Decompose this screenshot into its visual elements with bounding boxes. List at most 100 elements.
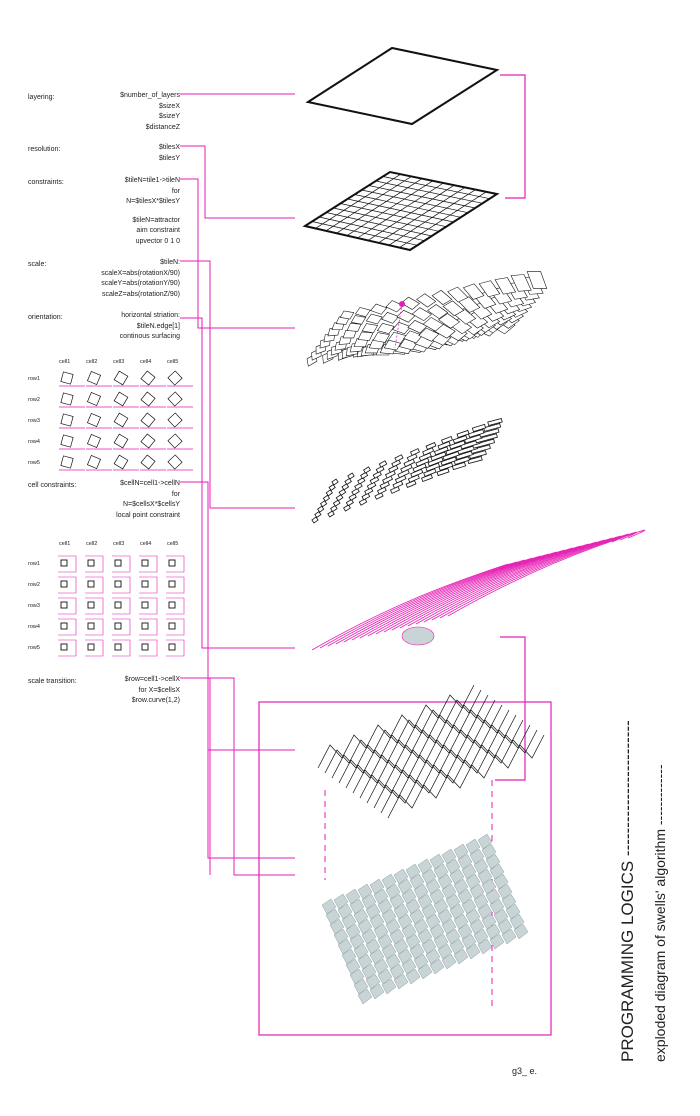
tile xyxy=(385,300,404,313)
mini-point xyxy=(168,601,176,609)
layer-scaled-tiles xyxy=(311,417,503,524)
relief-cell xyxy=(345,888,361,905)
mini-cell-outline xyxy=(85,555,104,573)
tile xyxy=(441,435,453,445)
relief-cell xyxy=(337,938,353,955)
relief-cell xyxy=(421,938,437,955)
relief-cell xyxy=(437,908,453,925)
grid-line xyxy=(325,176,412,232)
mini-cell-outline xyxy=(166,597,185,615)
tile xyxy=(378,460,388,468)
page-title: PROGRAMMING LOGICS ---------------------… xyxy=(618,720,637,1062)
tile xyxy=(341,483,350,491)
relief-cell xyxy=(349,933,365,950)
relief-cell xyxy=(485,888,501,905)
mini-cell-outline xyxy=(58,576,77,594)
relief-cell xyxy=(393,973,409,990)
mini-cell xyxy=(60,455,74,469)
tile xyxy=(468,450,487,459)
relief-cell xyxy=(393,938,409,955)
mini-cell xyxy=(86,412,102,428)
grid-b-col-2: cell2 xyxy=(86,541,98,547)
tile xyxy=(483,423,502,432)
relief-cell xyxy=(409,873,425,890)
tile xyxy=(319,500,328,508)
tile xyxy=(360,471,369,480)
relief-cell xyxy=(333,928,349,945)
mini-point xyxy=(114,601,122,609)
striation xyxy=(431,533,630,621)
relief-cell xyxy=(457,923,473,940)
mini-point xyxy=(168,622,176,630)
tile xyxy=(416,293,437,308)
mini-point xyxy=(60,643,68,651)
grid-b-row-5: row5 xyxy=(28,645,40,651)
relief-cell xyxy=(321,898,337,915)
label-scale: scale: xyxy=(28,261,47,268)
relief-cell xyxy=(493,908,509,925)
relief-cell xyxy=(441,848,457,865)
relief-cell xyxy=(413,918,429,935)
mini-cell xyxy=(140,433,156,449)
relief-cell xyxy=(377,933,393,950)
mini-cell-outline xyxy=(85,576,104,594)
mini-cell-outline xyxy=(139,639,158,657)
zigzag-row xyxy=(324,689,482,774)
tile xyxy=(363,466,371,474)
label-constraints: constraints: xyxy=(28,179,64,186)
relief-cell xyxy=(425,878,441,895)
grid-b-col-3: cell3 xyxy=(113,541,125,547)
tile xyxy=(431,290,453,305)
relief-cell xyxy=(393,903,409,920)
relief-cell xyxy=(385,953,401,970)
relief-cell xyxy=(329,918,345,935)
relief-cell xyxy=(385,918,401,935)
relief-cell xyxy=(361,963,377,980)
tile xyxy=(361,492,371,501)
tile xyxy=(452,435,468,444)
label-resolution: resolution: xyxy=(28,146,61,153)
relief-cell xyxy=(389,928,405,945)
tile xyxy=(479,428,500,438)
relief-cell xyxy=(477,903,493,920)
mini-point xyxy=(141,559,149,567)
relief-cell xyxy=(497,883,513,900)
relief-cell xyxy=(445,893,461,910)
relief-cell xyxy=(405,968,421,985)
relief-cell xyxy=(381,908,397,925)
tile xyxy=(470,444,491,454)
relief-cell xyxy=(445,858,461,875)
zigzag-row xyxy=(373,724,531,809)
relief-cell xyxy=(493,873,509,890)
relief-cell xyxy=(405,898,421,915)
relief-cell xyxy=(461,933,477,950)
relief-cell xyxy=(429,923,445,940)
leader-line xyxy=(180,481,295,751)
tile xyxy=(345,498,354,507)
mini-cell-outline xyxy=(58,639,77,657)
mini-cell xyxy=(167,433,183,449)
striation xyxy=(423,535,622,623)
mini-cell xyxy=(140,391,156,407)
relief-cell xyxy=(389,893,405,910)
mini-cell xyxy=(60,434,74,448)
tile xyxy=(358,498,368,506)
tile xyxy=(348,493,357,501)
tile xyxy=(350,315,367,325)
grid-b-col-4: cell4 xyxy=(140,541,152,547)
mini-cell-outline xyxy=(85,639,104,657)
relief-cell xyxy=(365,938,381,955)
tile xyxy=(354,307,371,318)
relief-cell xyxy=(377,898,393,915)
relief-cell xyxy=(457,888,473,905)
footer-code: g3_ e. xyxy=(512,1066,538,1076)
relief-cell xyxy=(501,928,517,945)
grid-a-col-2: cell2 xyxy=(86,359,98,365)
tile xyxy=(423,468,437,477)
tile xyxy=(357,331,374,341)
zigzag-row xyxy=(317,684,475,769)
tile xyxy=(411,307,432,322)
mini-cell xyxy=(86,433,102,449)
